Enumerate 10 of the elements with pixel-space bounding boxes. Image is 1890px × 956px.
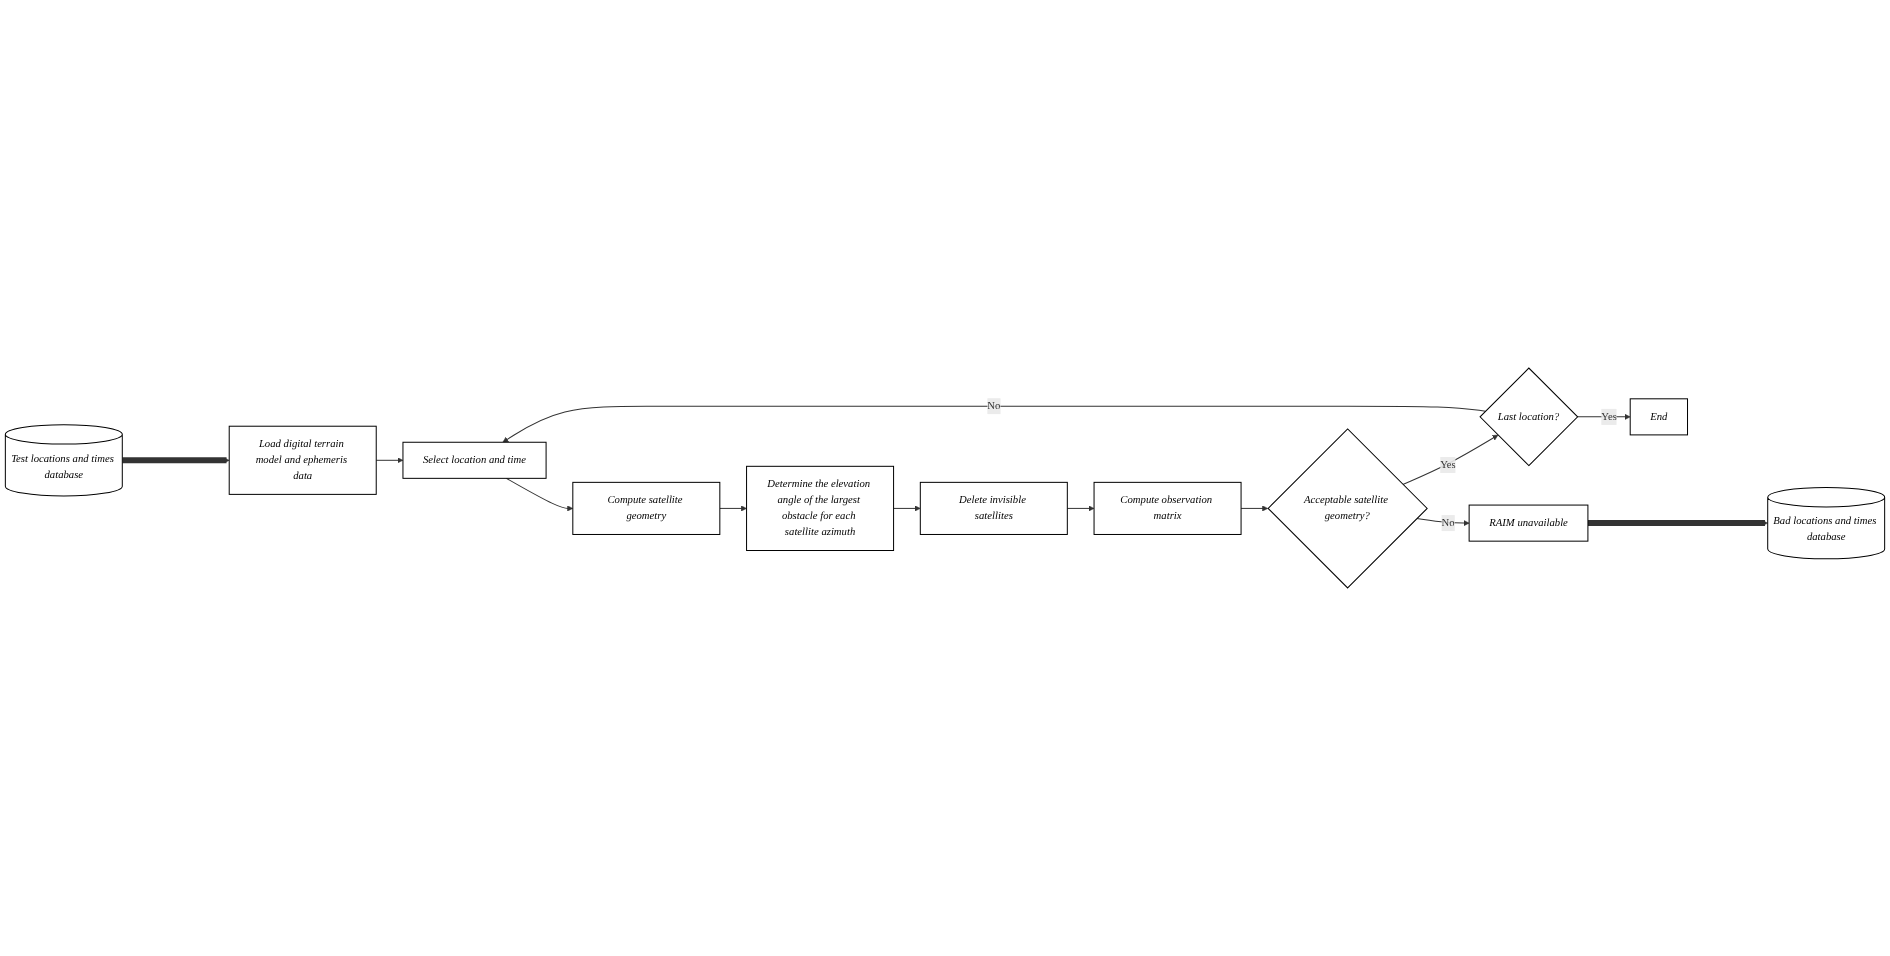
- arrow: [1402, 434, 1499, 485]
- arrow: [719, 505, 747, 512]
- arrow: [121, 457, 230, 464]
- arrow: [893, 505, 921, 512]
- arrow: [505, 477, 574, 512]
- arrow: [375, 457, 404, 464]
- arrow: [502, 405, 1486, 443]
- arrow: [1240, 505, 1269, 512]
- arrow: [1066, 505, 1095, 512]
- arrow: [1587, 520, 1768, 527]
